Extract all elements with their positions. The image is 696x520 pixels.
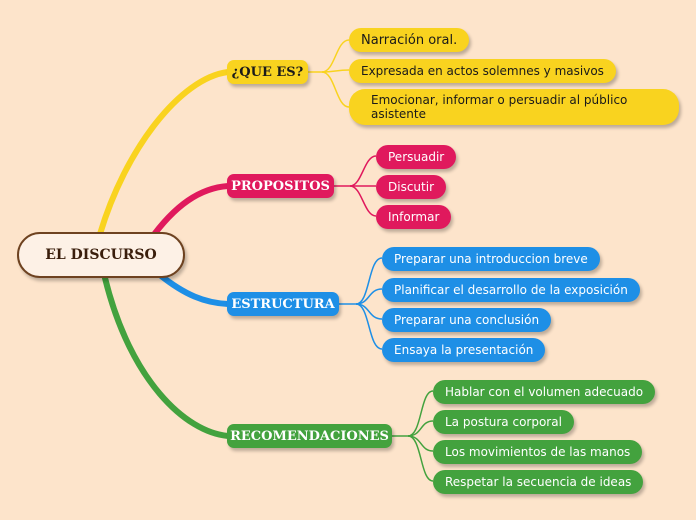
leaf-narracion-oral[interactable]: Narración oral. [349, 28, 470, 52]
root-node[interactable]: EL DISCURSO [17, 232, 185, 278]
leaf-emocionar-informar[interactable]: Emocionar, informar o persuadir al públi… [349, 89, 679, 125]
leaf-preparar-introduccion[interactable]: Preparar una introduccion breve [382, 247, 600, 271]
leaf-movimientos-manos[interactable]: Los movimientos de las manos [433, 440, 643, 464]
link-root-recomendaciones [102, 275, 231, 439]
branch-que-es[interactable]: ¿QUE ES? [227, 60, 308, 84]
link-root-estructura [157, 272, 231, 307]
link-root-propositos [147, 183, 231, 243]
leaf-ensaya-presentacion[interactable]: Ensaya la presentación [382, 338, 546, 362]
leaf-preparar-conclusion[interactable]: Preparar una conclusión [382, 308, 552, 332]
branch-recomendaciones[interactable]: RECOMENDACIONES [227, 424, 392, 448]
link-root-queeS [97, 69, 231, 237]
leaf-discutir[interactable]: Discutir [376, 175, 447, 199]
leaf-postura-corporal[interactable]: La postura corporal [433, 410, 574, 434]
branch-estructura[interactable]: ESTRUCTURA [227, 292, 339, 316]
branch-propositos[interactable]: PROPOSITOS [227, 174, 334, 198]
leaf-informar[interactable]: Informar [376, 205, 452, 229]
leaf-hablar-volumen[interactable]: Hablar con el volumen adecuado [433, 380, 656, 404]
leaf-persuadir[interactable]: Persuadir [376, 145, 457, 169]
leaf-planificar-desarrollo[interactable]: Planificar el desarrollo de la exposició… [382, 278, 640, 302]
leaf-expresada-actos[interactable]: Expresada en actos solemnes y masivos [349, 59, 616, 83]
leaf-secuencia-ideas[interactable]: Respetar la secuencia de ideas [433, 470, 644, 494]
